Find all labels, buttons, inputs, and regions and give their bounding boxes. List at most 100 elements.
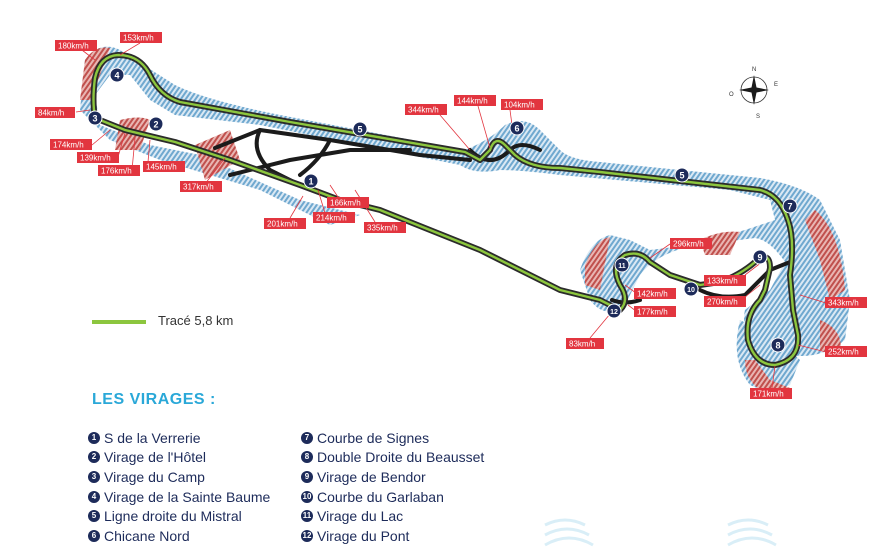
virage-item: 6 Chicane Nord: [88, 526, 270, 546]
compass-east: E: [774, 82, 778, 88]
virage-name: Virage de l'Hôtel: [104, 449, 207, 466]
virage-name: Ligne droite du Mistral: [104, 508, 242, 525]
svg-text:344km/h: 344km/h: [408, 106, 439, 115]
virage-number: 5: [88, 510, 100, 523]
svg-text:166km/h: 166km/h: [330, 199, 361, 208]
turn-marker-2: 2: [148, 116, 164, 132]
virage-item: 5 Ligne droite du Mistral: [88, 506, 270, 526]
speed-label: 84km/h: [35, 107, 91, 118]
racing-line: [92, 53, 800, 367]
speed-label: 145km/h: [143, 139, 185, 172]
speed-label: 252km/h: [797, 344, 867, 357]
svg-text:1: 1: [308, 177, 313, 187]
speed-label: 166km/h: [327, 184, 369, 208]
virage-number: 11: [301, 510, 313, 523]
speed-label: 139km/h: [77, 132, 126, 163]
virage-item: 4 Virage de la Sainte Baume: [88, 487, 270, 507]
svg-text:153km/h: 153km/h: [123, 34, 154, 43]
svg-text:176km/h: 176km/h: [101, 167, 132, 176]
virage-name: Virage du Pont: [317, 527, 410, 544]
turn-marker-7: 7: [782, 198, 798, 214]
speed-label: 343km/h: [799, 294, 867, 308]
turn-marker-11: 11: [614, 257, 630, 273]
turn-marker-3: 3: [87, 110, 103, 126]
compass-west: O: [729, 92, 734, 98]
svg-text:177km/h: 177km/h: [637, 308, 668, 317]
speed-label: 335km/h: [354, 189, 406, 233]
svg-text:171km/h: 171km/h: [753, 390, 784, 399]
speed-label: 104km/h: [501, 99, 543, 126]
svg-text:104km/h: 104km/h: [504, 101, 535, 110]
svg-text:296km/h: 296km/h: [673, 240, 704, 249]
speed-label: 174km/h: [50, 129, 111, 150]
svg-text:174km/h: 174km/h: [53, 141, 84, 150]
svg-text:142km/h: 142km/h: [637, 290, 668, 299]
virage-name: Virage de la Sainte Baume: [104, 488, 271, 505]
virage-number: 10: [301, 490, 313, 503]
svg-text:5: 5: [679, 171, 684, 181]
svg-text:5: 5: [357, 125, 362, 135]
svg-text:4: 4: [114, 71, 119, 81]
track-legend-label: Tracé 5,8 km: [158, 313, 234, 328]
svg-text:145km/h: 145km/h: [146, 163, 177, 172]
turn-marker-4: 4: [109, 67, 125, 83]
virage-number: 6: [88, 529, 100, 542]
speed-label: 144km/h: [454, 95, 496, 149]
virage-number: 8: [301, 451, 313, 464]
turn-markers: 1 2 3 4 5 5 6 7 8 9 10 11 12: [87, 67, 798, 353]
turn-marker-5b: 5: [674, 167, 690, 183]
turn-marker-5: 5: [352, 121, 368, 137]
virage-item: 12 Virage du Pont: [301, 526, 484, 546]
svg-text:12: 12: [610, 309, 618, 316]
compass-south: S: [756, 114, 760, 120]
speed-label: 176km/h: [98, 137, 140, 176]
virage-name: Virage de Bendor: [317, 468, 426, 485]
decorative-waves: [544, 518, 777, 547]
svg-text:335km/h: 335km/h: [367, 224, 398, 233]
virage-item: 9 Virage de Bendor: [301, 467, 484, 487]
svg-text:343km/h: 343km/h: [828, 299, 859, 308]
speed-label: 270km/h: [704, 284, 761, 307]
svg-text:7: 7: [787, 202, 792, 212]
virage-number: 12: [301, 529, 313, 542]
virage-name: Courbe de Signes: [317, 429, 430, 446]
virage-name: Chicane Nord: [104, 527, 190, 544]
svg-text:10: 10: [687, 287, 695, 294]
turn-marker-6: 6: [509, 120, 525, 136]
turn-marker-1: 1: [303, 173, 319, 189]
service-roads: [213, 128, 792, 305]
speed-labels: 180km/h 153km/h 84km/h 174km/h 139km/h 1…: [35, 32, 867, 399]
speed-label: 296km/h: [649, 238, 712, 259]
compass-north: N: [752, 67, 756, 73]
speed-label: 142km/h: [624, 284, 676, 299]
virage-number: 3: [88, 470, 100, 483]
svg-text:2: 2: [153, 120, 158, 130]
track-legend-swatch: [92, 320, 146, 324]
speed-label: 214km/h: [313, 189, 355, 223]
speed-label: 180km/h: [55, 40, 97, 61]
gravel-traps: [80, 47, 845, 395]
speed-label: 171km/h: [750, 365, 792, 399]
svg-text:201km/h: 201km/h: [267, 220, 298, 229]
svg-text:84km/h: 84km/h: [38, 109, 64, 118]
virage-name: S de la Verrerie: [104, 429, 201, 446]
svg-text:11: 11: [618, 263, 626, 270]
speed-label: 83km/h: [566, 313, 611, 349]
svg-text:9: 9: [757, 253, 762, 263]
speed-label: 201km/h: [264, 195, 306, 229]
svg-text:139km/h: 139km/h: [80, 154, 111, 163]
svg-text:3: 3: [92, 114, 97, 124]
virage-number: 4: [88, 490, 100, 503]
virage-number: 9: [301, 470, 313, 483]
virage-name: Virage du Lac: [317, 508, 404, 525]
turn-marker-10: 10: [683, 281, 699, 297]
svg-text:180km/h: 180km/h: [58, 42, 89, 51]
